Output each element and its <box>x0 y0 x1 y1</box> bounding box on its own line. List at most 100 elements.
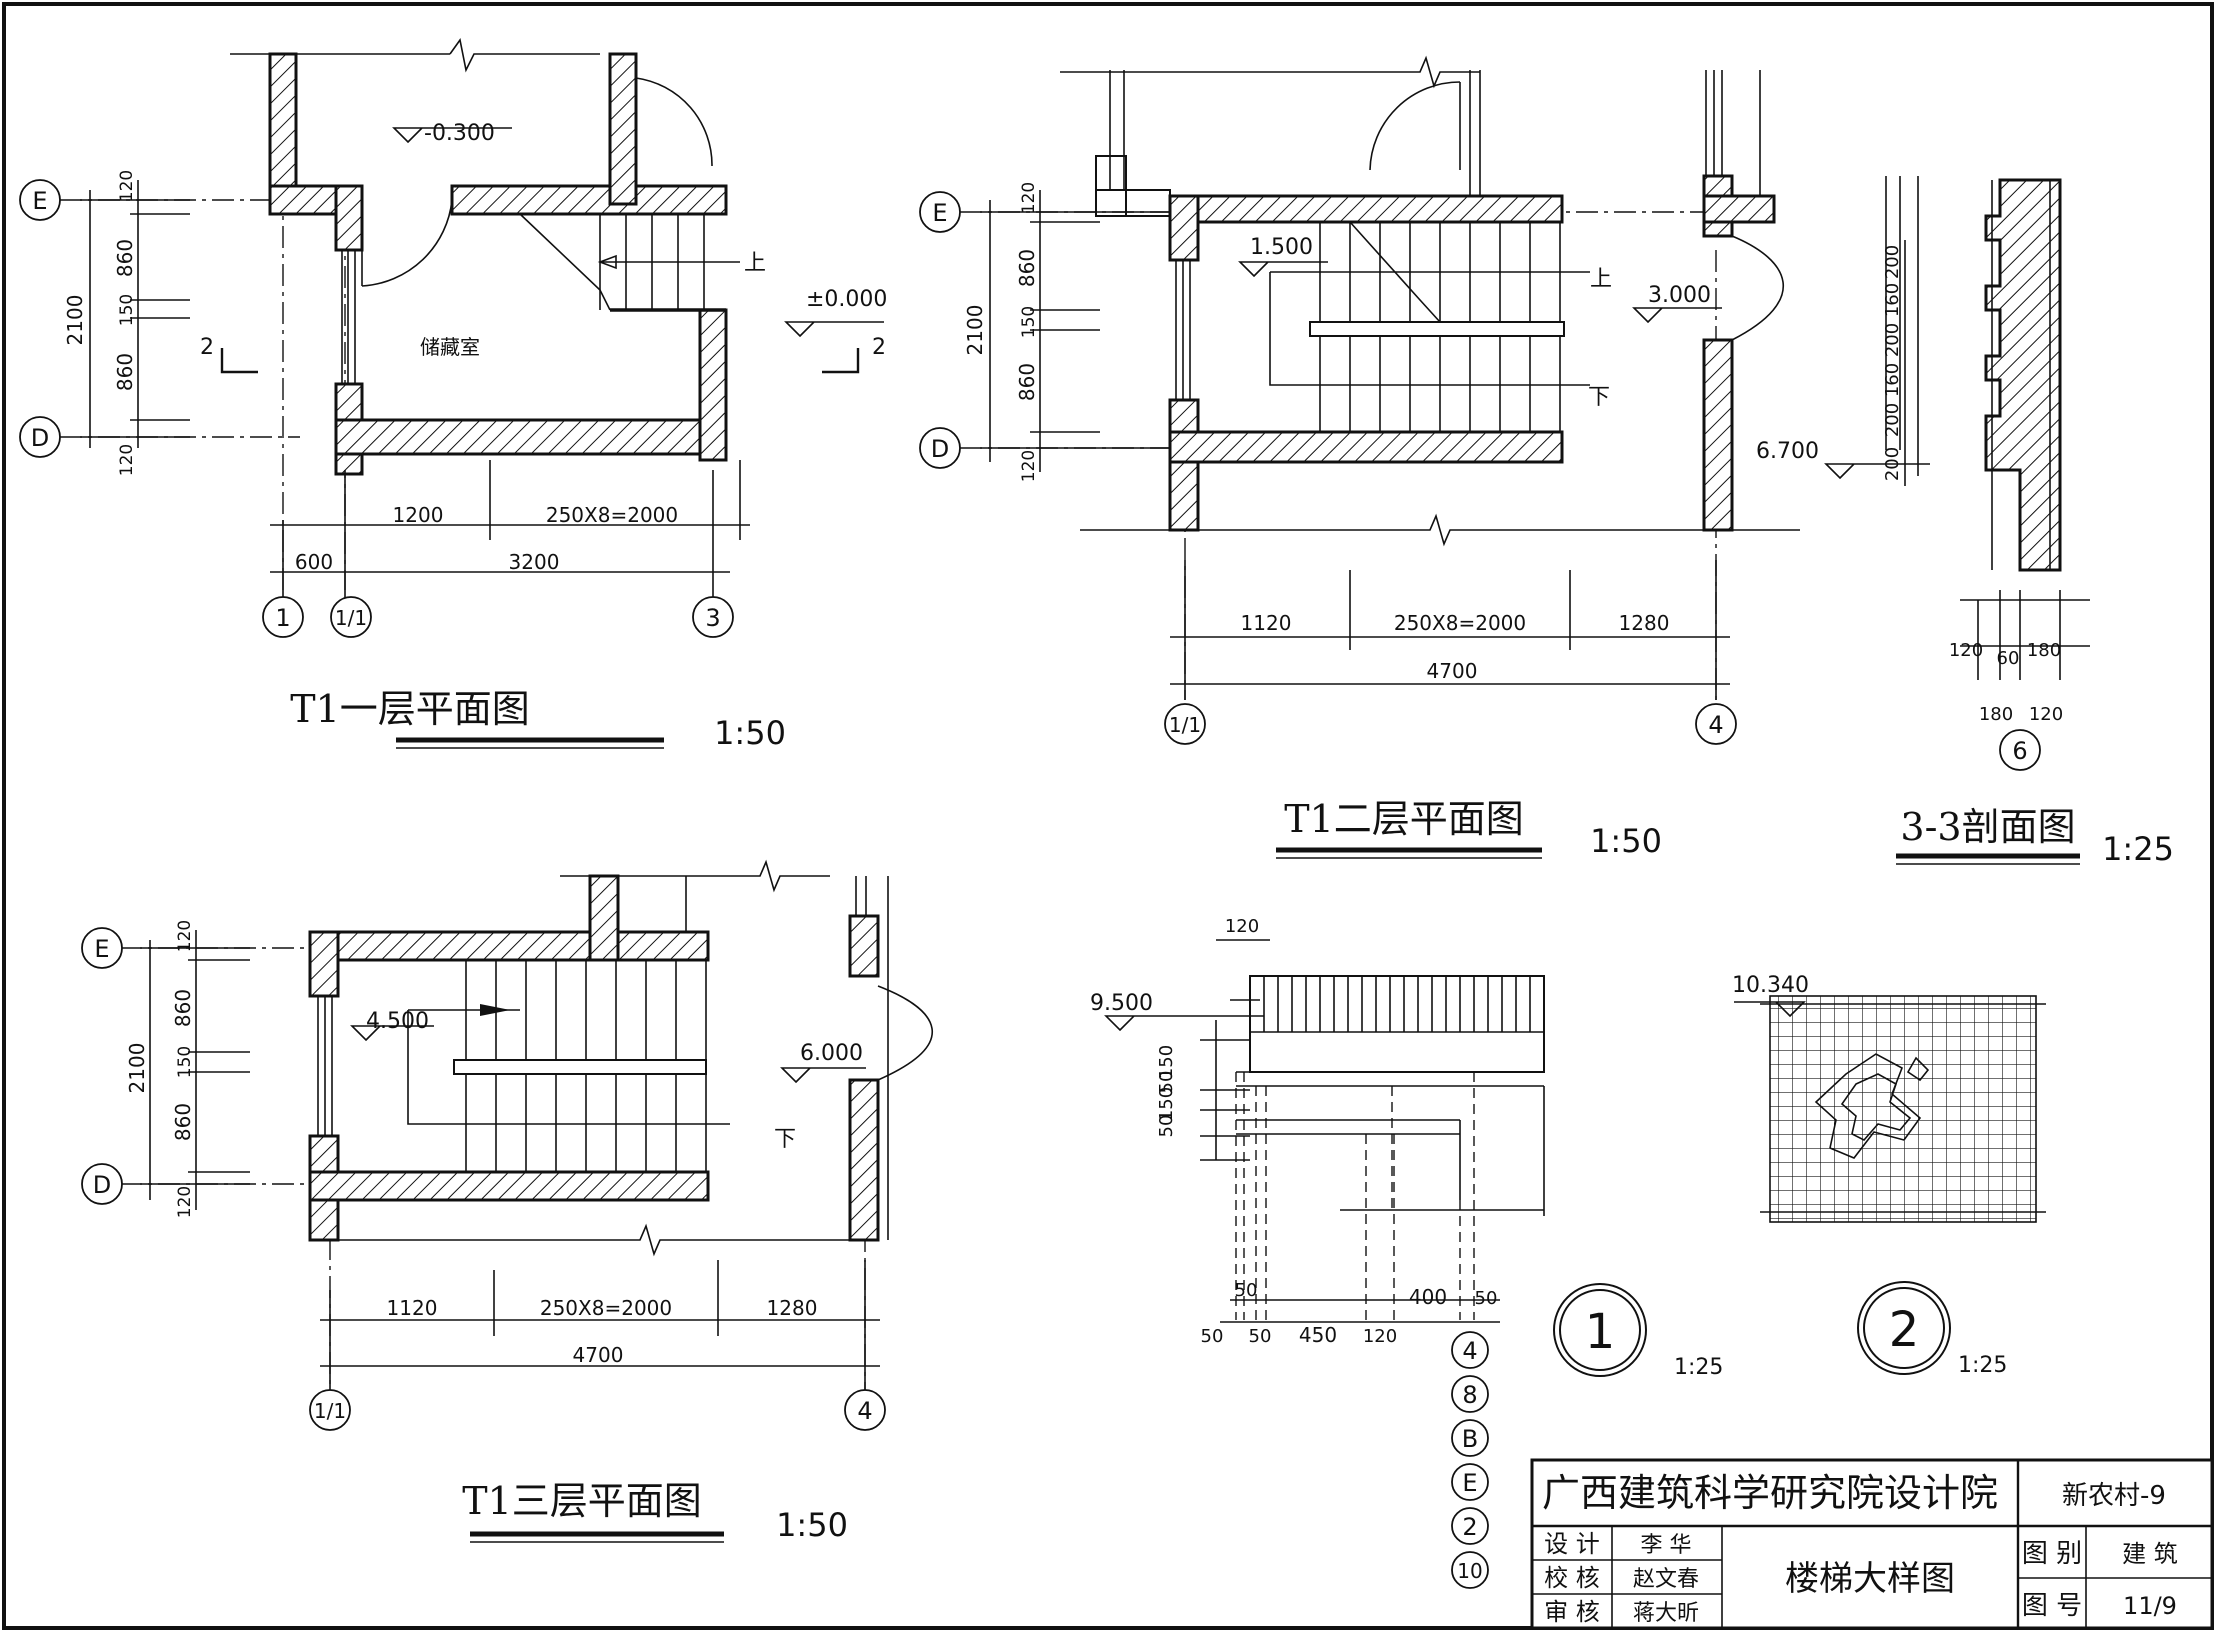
svg-text:150: 150 <box>175 1046 195 1078</box>
svg-text:150: 150 <box>1019 306 1039 338</box>
svg-text:图 号: 图 号 <box>2022 1591 2082 1621</box>
level-4500: 4.500 <box>366 1009 429 1034</box>
cut-mark-right: 2 <box>872 335 886 360</box>
detail-2-number: 2 <box>1889 1302 1920 1358</box>
company-name: 广西建筑科学研究院设计院 <box>1542 1471 1998 1515</box>
up-label-1: 上 <box>744 251 766 276</box>
drawing-name: 楼梯大样图 <box>1785 1559 1955 1599</box>
svg-text:200: 200 <box>1882 245 1903 279</box>
svg-text:6: 6 <box>2012 737 2027 765</box>
svg-text:250X8=2000: 250X8=2000 <box>1394 611 1526 635</box>
title-block <box>1530 1458 2214 1630</box>
drawing-category: 建 筑 <box>2122 1540 2178 1568</box>
svg-text:1120: 1120 <box>387 1296 438 1320</box>
axis-E-first: E <box>32 187 47 215</box>
svg-text:1: 1 <box>275 604 290 632</box>
svg-text:1280: 1280 <box>1619 611 1670 635</box>
svg-text:200: 200 <box>1882 403 1903 437</box>
dim-2100-first: 2100 <box>63 295 87 346</box>
svg-text:10: 10 <box>1457 1559 1482 1583</box>
svg-text:120: 120 <box>1019 450 1039 482</box>
svg-text:50: 50 <box>1156 1071 1177 1094</box>
axis-D-first: D <box>31 424 49 452</box>
designer-name: 李 华 <box>1641 1533 1692 1558</box>
svg-text:120: 120 <box>175 920 195 952</box>
svg-text:E: E <box>1462 1469 1477 1497</box>
second-floor-scale: 1:50 <box>1590 822 1662 860</box>
svg-text:上: 上 <box>1590 267 1612 292</box>
svg-text:4: 4 <box>1708 711 1723 739</box>
svg-text:审 核: 审 核 <box>1544 1598 1600 1626</box>
svg-text:3200: 3200 <box>509 550 560 574</box>
section-scale: 1:25 <box>2102 830 2174 868</box>
third-floor-scale: 1:50 <box>776 1506 848 1544</box>
svg-text:2100: 2100 <box>125 1043 149 1094</box>
reviewer-name: 蒋大昕 <box>1633 1601 1699 1626</box>
svg-text:50: 50 <box>1475 1288 1498 1309</box>
svg-text:120: 120 <box>1225 916 1259 937</box>
svg-text:860: 860 <box>171 1103 195 1141</box>
level-3000: 3.000 <box>1648 283 1711 308</box>
first-floor-title: T1一层平面图 <box>290 687 530 731</box>
section-title: 3-3剖面图 <box>1900 805 2075 849</box>
axis-D-third: D <box>93 1171 111 1199</box>
svg-text:120: 120 <box>117 170 137 202</box>
svg-text:校 核: 校 核 <box>1544 1564 1600 1592</box>
svg-text:50: 50 <box>1249 1326 1272 1347</box>
svg-text:160: 160 <box>1882 283 1903 317</box>
svg-text:4700: 4700 <box>573 1343 624 1367</box>
svg-text:下: 下 <box>1588 385 1610 410</box>
svg-text:250X8=2000: 250X8=2000 <box>540 1296 672 1320</box>
svg-text:120: 120 <box>1949 640 1983 661</box>
svg-text:160: 160 <box>1882 363 1903 397</box>
svg-text:860: 860 <box>1015 249 1039 287</box>
third-floor-plan <box>120 859 933 1390</box>
second-floor-plan <box>960 55 2090 700</box>
svg-text:860: 860 <box>113 353 137 391</box>
svg-text:1280: 1280 <box>767 1296 818 1320</box>
svg-text:1/1: 1/1 <box>1169 713 1201 737</box>
third-floor-title: T1三层平面图 <box>462 1479 702 1523</box>
svg-text:1/1: 1/1 <box>314 1399 346 1423</box>
level-0000: ±0.000 <box>806 287 887 312</box>
detail-1-scale: 1:25 <box>1674 1355 1723 1380</box>
svg-text:120: 120 <box>175 1186 195 1218</box>
first-floor-plan <box>60 38 884 600</box>
first-floor-scale: 1:50 <box>714 714 786 752</box>
level-6700: 6.700 <box>1756 439 1819 464</box>
svg-text:600: 600 <box>295 550 333 574</box>
svg-text:B: B <box>1462 1425 1478 1453</box>
svg-text:120: 120 <box>1019 182 1039 214</box>
svg-text:120: 120 <box>2029 704 2063 725</box>
level-6000: 6.000 <box>800 1041 863 1066</box>
svg-text:120: 120 <box>117 444 137 476</box>
svg-text:120: 120 <box>1363 1326 1397 1347</box>
svg-text:150: 150 <box>1156 1045 1177 1079</box>
checker-name: 赵文春 <box>1633 1567 1699 1592</box>
svg-text:4700: 4700 <box>1427 659 1478 683</box>
axis-D-second: D <box>931 435 949 463</box>
svg-text:4: 4 <box>857 1397 872 1425</box>
svg-text:250X8=2000: 250X8=2000 <box>546 503 678 527</box>
svg-text:1120: 1120 <box>1241 611 1292 635</box>
detail-1-number: 1 <box>1585 1304 1616 1360</box>
level-10340: 10.340 <box>1732 973 1809 998</box>
level-9500: 9.500 <box>1090 991 1153 1016</box>
svg-text:860: 860 <box>171 989 195 1027</box>
second-floor-title: T1二层平面图 <box>1284 797 1524 841</box>
svg-text:200: 200 <box>1882 447 1903 481</box>
detail-2-scale: 1:25 <box>1958 1353 2007 1378</box>
svg-text:180: 180 <box>1979 704 2013 725</box>
svg-text:设 计: 设 计 <box>1544 1530 1600 1558</box>
svg-text:860: 860 <box>113 239 137 277</box>
svg-text:60: 60 <box>1997 648 2020 669</box>
svg-text:下: 下 <box>774 1127 796 1152</box>
axis-E-second: E <box>932 199 947 227</box>
svg-text:1200: 1200 <box>393 503 444 527</box>
svg-text:50: 50 <box>1235 1280 1258 1301</box>
cut-mark-left: 2 <box>200 335 214 360</box>
detail-1 <box>1104 939 1545 1323</box>
drawing-number: 11/9 <box>2123 1592 2177 1620</box>
